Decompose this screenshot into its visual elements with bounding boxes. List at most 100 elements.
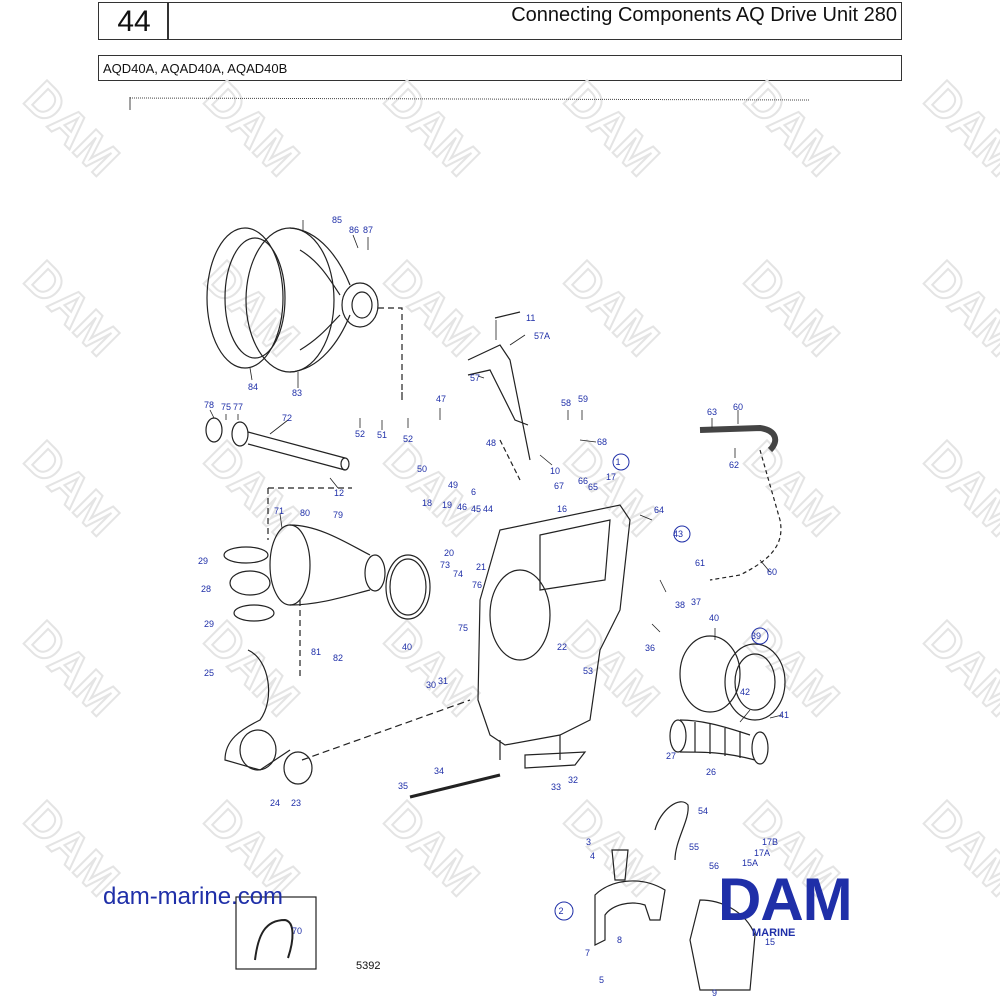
watermark-text: DAM	[734, 72, 849, 187]
watermark-text: DAM	[734, 432, 849, 547]
watermark-text: DAM	[14, 612, 129, 727]
part-label-21: 21	[476, 562, 486, 572]
part-label-52b: 52	[403, 434, 413, 444]
part-label-61: 61	[695, 558, 705, 568]
watermark-text: DAM	[374, 252, 489, 367]
part-label-23: 23	[291, 798, 301, 808]
part-label-78: 78	[204, 400, 214, 410]
part-label-40b: 40	[402, 642, 412, 652]
part-label-75b: 75	[458, 623, 468, 633]
part-label-3: 3	[586, 837, 591, 847]
watermark-text: DAM	[914, 612, 1000, 727]
part-label-17A: 17A	[754, 848, 770, 858]
part-label-28: 28	[201, 584, 211, 594]
watermark-text: DAM	[14, 432, 129, 547]
part-label-1: 1	[615, 457, 620, 467]
part-label-9: 9	[712, 988, 717, 998]
part-label-26: 26	[706, 767, 716, 777]
watermark-text: DAM	[194, 432, 309, 547]
part-label-10: 10	[550, 466, 560, 476]
exhaust-elbow	[224, 649, 313, 785]
part-label-6: 6	[471, 487, 476, 497]
part-label-79: 79	[333, 510, 343, 520]
inset-part-label: 70	[292, 926, 302, 936]
watermark-text: DAM	[374, 792, 489, 907]
part-label-20: 20	[444, 548, 454, 558]
exhaust-bellows	[669, 719, 769, 765]
part-label-87: 87	[363, 225, 373, 235]
callout-circles	[554, 453, 769, 921]
logo-wordmark: DAM	[718, 866, 853, 933]
part-label-53: 53	[583, 666, 593, 676]
part-label-46: 46	[457, 502, 467, 512]
watermark-text: DAM	[14, 252, 129, 367]
part-label-37: 37	[691, 597, 701, 607]
part-label-71: 71	[274, 506, 284, 516]
part-label-36: 36	[645, 643, 655, 653]
part-label-39: 39	[751, 631, 761, 641]
model-list: AQD40A, AQAD40A, AQAD40B	[103, 61, 288, 76]
part-label-30: 30	[426, 680, 436, 690]
part-label-85: 85	[332, 215, 342, 225]
website-link[interactable]: dam-marine.com	[103, 883, 284, 910]
part-label-38: 38	[675, 600, 685, 610]
part-label-29a: 29	[198, 556, 208, 566]
part-label-49: 49	[448, 480, 458, 490]
part-label-45: 45	[471, 504, 481, 514]
watermark-text: DAM	[194, 72, 309, 187]
part-label-41: 41	[779, 710, 789, 720]
part-label-86: 86	[349, 225, 359, 235]
part-label-4: 4	[590, 851, 595, 861]
bell-housing	[206, 227, 379, 373]
watermark-text: DAM	[554, 72, 669, 187]
watermark-text: DAM	[914, 72, 1000, 187]
part-label-67: 67	[554, 481, 564, 491]
watermark-text: DAM	[914, 252, 1000, 367]
part-label-17: 17	[606, 472, 616, 482]
part-label-66: 66	[578, 476, 588, 486]
part-label-76: 76	[472, 580, 482, 590]
part-label-58: 58	[561, 398, 571, 408]
drawing-number: 5392	[356, 960, 381, 972]
part-label-57A: 57A	[534, 331, 550, 341]
part-label-81: 81	[311, 647, 321, 657]
part-label-8: 8	[617, 935, 622, 945]
part-label-84: 84	[248, 382, 258, 392]
part-label-59: 59	[578, 394, 588, 404]
part-label-16: 16	[557, 504, 567, 514]
model-box: AQD40A, AQAD40A, AQAD40B	[98, 55, 902, 81]
part-label-80: 80	[300, 508, 310, 518]
watermark-text: DAM	[554, 792, 669, 907]
part-label-55: 55	[689, 842, 699, 852]
part-label-68: 68	[597, 437, 607, 447]
part-label-64: 64	[654, 505, 664, 515]
part-label-51: 51	[377, 430, 387, 440]
part-label-52a: 52	[355, 429, 365, 439]
part-label-62: 62	[729, 460, 739, 470]
part-label-15A: 15A	[742, 858, 758, 868]
part-label-50: 50	[417, 464, 427, 474]
part-label-7: 7	[585, 948, 590, 958]
part-label-60b: 60	[767, 567, 777, 577]
part-label-77: 77	[233, 402, 243, 412]
part-label-34: 34	[434, 766, 444, 776]
part-label-65: 65	[588, 482, 598, 492]
part-label-40a: 40	[709, 613, 719, 623]
part-label-82: 82	[333, 653, 343, 663]
page-title: Connecting Components AQ Drive Unit 280	[511, 4, 897, 26]
part-label-18: 18	[422, 498, 432, 508]
part-label-17B: 17B	[762, 837, 778, 847]
watermark-text: DAM	[554, 432, 669, 547]
page-number: 44	[117, 5, 151, 38]
part-label-19: 19	[442, 500, 452, 510]
part-label-29b: 29	[204, 619, 214, 629]
part-label-22: 22	[557, 642, 567, 652]
part-label-2: 2	[558, 906, 563, 916]
part-label-12: 12	[334, 488, 344, 498]
part-label-32: 32	[568, 775, 578, 785]
part-label-63: 63	[707, 407, 717, 417]
part-label-42: 42	[740, 687, 750, 697]
part-label-15: 15	[765, 937, 775, 947]
coupling-housing	[269, 524, 386, 606]
